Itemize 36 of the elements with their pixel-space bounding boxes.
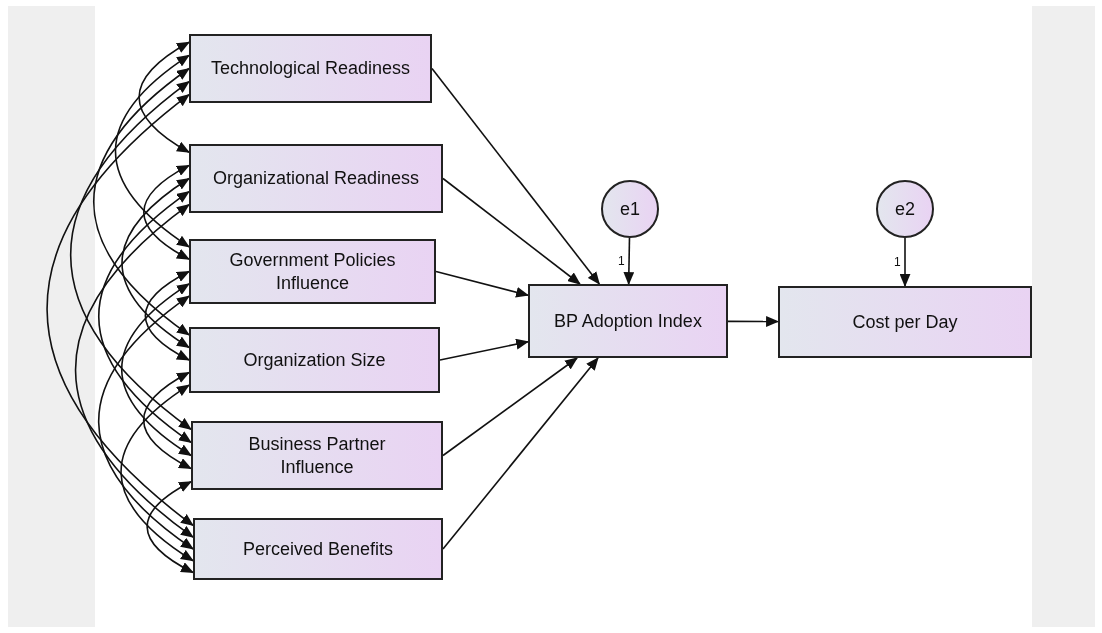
variable-box: Government Policies Influence [189,239,436,304]
variable-box: Organization Size [189,327,440,393]
path-arrow [623,237,635,286]
covariance-arrow [74,203,194,538]
variable-box: Perceived Benefits [193,518,443,580]
path-arrow [435,270,530,298]
covariance-arrow [120,283,192,457]
covariance-arrow [97,295,194,550]
covariance-arrow [138,41,190,154]
path-arrow [442,357,578,457]
covariance-arrow [143,164,190,260]
edge-label: 1 [893,256,902,268]
variable-box: Cost per Day [778,286,1032,358]
path-arrow [442,357,599,550]
variable-box: Organizational Readiness [189,144,443,213]
covariance-arrow [120,384,194,562]
error-circle: e2 [876,180,934,238]
error-circle: e1 [601,180,659,238]
covariance-arrow [142,371,192,470]
edge-label: 1 [617,255,626,267]
covariance-arrow [146,480,194,574]
covariance-arrow [121,177,190,349]
path-arrow [431,67,601,285]
covariance-arrow [69,80,192,431]
covariance-arrow [114,54,190,248]
path-arrow [727,316,780,327]
path-arrow [899,237,911,288]
covariance-arrow [144,270,190,361]
covariance-arrow [92,67,190,336]
variable-box: BP Adoption Index [528,284,728,358]
covariance-arrow [97,190,192,444]
variable-box: Technological Readiness [189,34,432,103]
covariance-arrow [46,93,194,527]
path-arrow [439,338,530,361]
path-arrow [442,177,581,285]
variable-box: Business Partner Influence [191,421,443,490]
